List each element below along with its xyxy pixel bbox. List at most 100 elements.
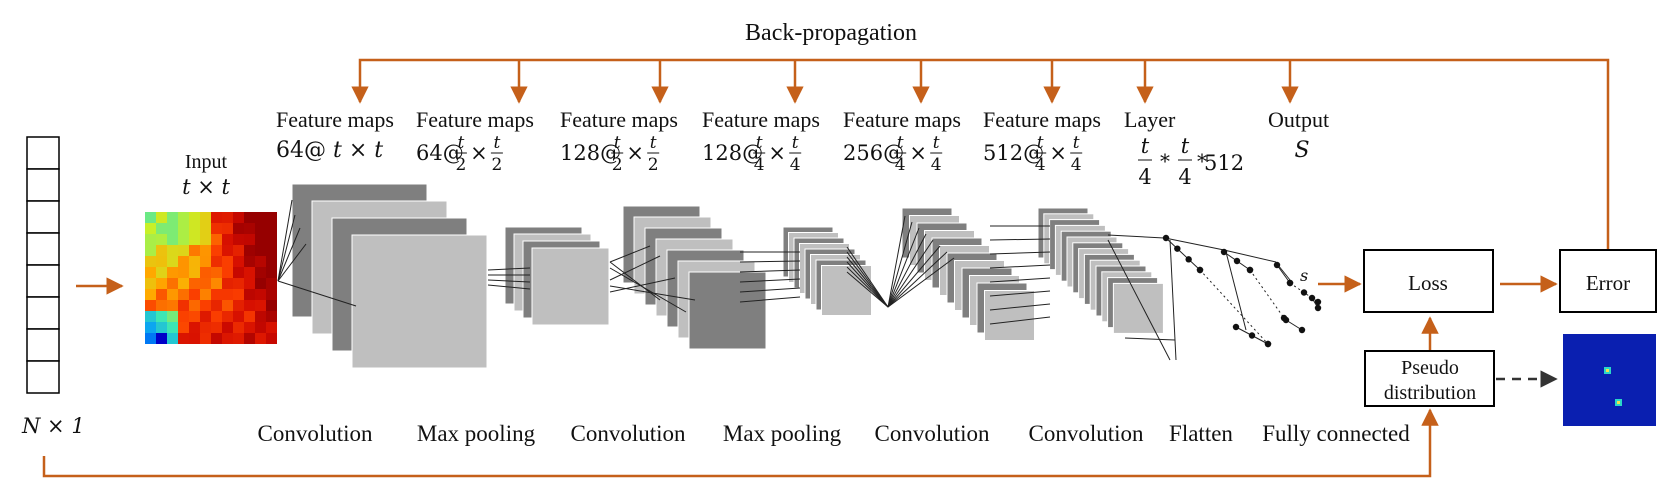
svg-text:×: × [768, 141, 786, 165]
svg-text:t: t [933, 133, 940, 153]
feature-map-stack [901, 207, 1035, 341]
input-vector-label: N × 1 [21, 414, 85, 438]
backprop-title: Back-propagation [745, 20, 917, 46]
neuron [1174, 245, 1181, 252]
operation-label: Max pooling [723, 421, 842, 446]
stage-header-title: Feature maps [276, 107, 394, 132]
operation-labels: Convolution Max pooling Convolution Max poo… [257, 421, 1410, 446]
error-label: Error [1586, 271, 1630, 295]
feature-map-stack [622, 205, 767, 350]
stage-header-title: Feature maps [843, 107, 961, 132]
svg-text:4: 4 [790, 155, 801, 175]
stage-header-title: Feature maps [416, 107, 534, 132]
svg-text:×: × [470, 141, 488, 165]
error-box [1559, 249, 1657, 313]
loss-label: Loss [1408, 271, 1448, 295]
svg-text:4: 4 [1138, 165, 1151, 189]
input-vector-cell [26, 200, 60, 234]
svg-text:×: × [909, 141, 927, 165]
neuron [1162, 234, 1170, 242]
svg-text:4: 4 [1071, 155, 1082, 175]
neuron [1286, 279, 1294, 287]
backprop-arrows [351, 58, 1610, 250]
input-heatmap [145, 212, 277, 344]
svg-text:2: 2 [648, 155, 659, 175]
pseudo-label-line1: Pseudo [1401, 357, 1459, 379]
stage-header-title: Output [1268, 107, 1329, 132]
input-vector-cell [26, 136, 60, 170]
svg-text:t: t [1073, 133, 1080, 153]
svg-text:4: 4 [931, 155, 942, 175]
stage-header-title: Feature maps [983, 107, 1101, 132]
input-title: Input [185, 151, 228, 173]
svg-text:t: t [792, 133, 799, 153]
stage-header-title: Feature maps [560, 107, 678, 132]
input-vector [26, 136, 60, 394]
svg-text:2: 2 [612, 155, 623, 175]
operation-label: Max pooling [417, 421, 536, 446]
input-vector-cell [26, 264, 60, 298]
svg-text:t: t [897, 133, 904, 153]
bottom-feedback-arrow [42, 408, 1439, 478]
input-vector-cell [26, 232, 60, 266]
pseudo-distribution-box [1364, 350, 1495, 407]
stage-header-title: Layer [1124, 107, 1176, 132]
neuron [1248, 332, 1256, 339]
svg-text:t: t [1181, 134, 1190, 158]
neuron [1220, 248, 1228, 256]
svg-text:64@ t × t: 64@ t × t [276, 138, 383, 163]
input-size: t × t [182, 175, 230, 199]
svg-text:×: × [626, 141, 644, 165]
svg-text:t: t [493, 133, 500, 153]
output-distribution-image [1563, 334, 1656, 426]
stage-header: Feature maps 64@ t × t [276, 107, 394, 163]
svg-text:128@: 128@ [702, 141, 763, 165]
connection-lines [277, 199, 1291, 361]
svg-text:t: t [756, 133, 763, 153]
neuron [1264, 340, 1272, 348]
svg-text:t: t [1037, 133, 1044, 153]
neuron [1196, 266, 1204, 274]
svg-text:512: 512 [1204, 151, 1244, 175]
feature-map-stack [291, 183, 488, 369]
stage-headers: Feature maps 64@ t × t Feature maps64@t2×t… [276, 107, 1329, 189]
neuron [1314, 298, 1322, 306]
neuron [1185, 256, 1192, 263]
svg-text:t: t [1141, 134, 1150, 158]
feature-map-stack [1037, 207, 1164, 334]
stage-header-title: Feature maps [702, 107, 820, 132]
neuron [1246, 266, 1254, 274]
svg-text:512@: 512@ [983, 141, 1044, 165]
svg-text:t: t [457, 133, 464, 153]
svg-text:2: 2 [491, 155, 502, 175]
svg-text:S: S [1294, 138, 1309, 163]
operation-label: Fully connected [1262, 421, 1410, 446]
input-vector-cell [26, 296, 60, 330]
operation-label: Convolution [1028, 421, 1144, 446]
neuron [1300, 289, 1308, 296]
svg-text:4: 4 [1178, 165, 1191, 189]
pseudo-label-line2: distribution [1384, 382, 1476, 404]
neuron [1232, 323, 1240, 331]
neuron [1298, 326, 1306, 334]
svg-text:2: 2 [455, 155, 466, 175]
svg-text:t: t [614, 133, 621, 153]
svg-text:4: 4 [1035, 155, 1046, 175]
operation-label: Convolution [874, 421, 990, 446]
output-node-label: s [1300, 266, 1308, 285]
feature-map-stacks [291, 183, 1164, 369]
svg-text:4: 4 [895, 155, 906, 175]
fully-connected-neurons [1162, 234, 1322, 348]
input-vector-cell [26, 360, 60, 394]
operation-label: Convolution [570, 421, 686, 446]
feature-map-stack [504, 226, 610, 326]
svg-text:*: * [1197, 149, 1207, 173]
